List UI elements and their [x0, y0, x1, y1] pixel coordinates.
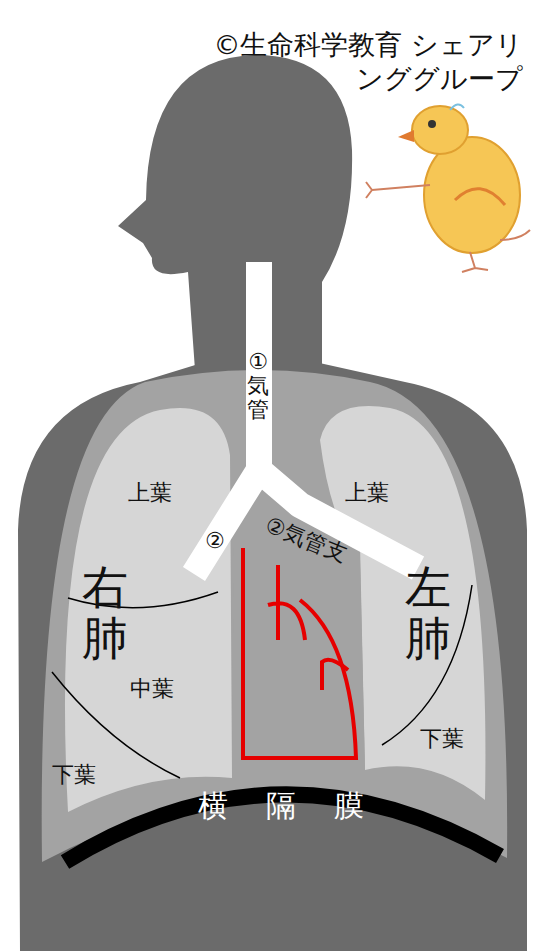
chest-cavity [42, 370, 507, 862]
right-lung [65, 408, 232, 812]
callout-number: ② [205, 528, 225, 553]
lobe-label: 上葉 [345, 478, 389, 508]
chick-mascot [366, 104, 530, 272]
heart-vessel [322, 660, 348, 690]
lobe-label: 中葉 [130, 674, 174, 704]
copyright-note: ©生命科学教育 シェアリンググループ [195, 28, 523, 96]
lobe-label: 下葉 [52, 760, 96, 790]
head [118, 55, 352, 370]
lung-label: 右肺 [82, 562, 128, 663]
heart-vessel [268, 565, 305, 640]
heart-area [232, 545, 365, 770]
lung-label: 左肺 [405, 562, 451, 663]
trachea-label: ①気管 [247, 350, 269, 423]
diaphragm-label: 横隔膜 [198, 786, 402, 827]
torso [18, 362, 527, 951]
heart-outline [243, 548, 356, 758]
lobe-label: 上葉 [128, 478, 172, 508]
lobe-label: 下葉 [420, 724, 464, 754]
